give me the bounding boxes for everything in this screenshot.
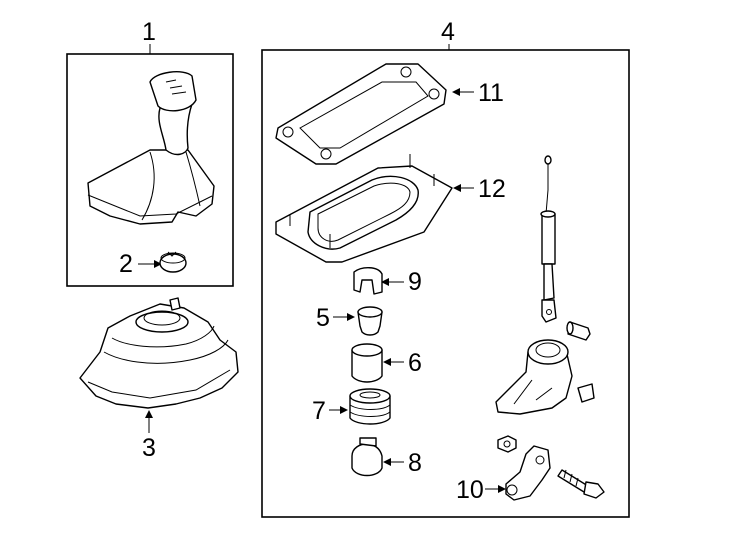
callout-9: 9 <box>408 268 422 296</box>
seal-plate-icon <box>275 154 453 263</box>
callout-5: 5 <box>316 304 330 332</box>
bolt-icon <box>557 469 605 499</box>
pin-icon <box>566 321 591 341</box>
callout-7: 7 <box>312 397 326 425</box>
callout-10: 10 <box>456 476 484 504</box>
ribbed-seal-icon <box>349 388 391 425</box>
shifter-housing-icon <box>495 339 595 415</box>
clip-icon <box>353 267 383 295</box>
outer-boot-icon <box>79 297 239 409</box>
callout-2-arrow <box>154 260 162 268</box>
shift-knob-with-boot-icon <box>87 71 215 225</box>
nut-icon <box>497 435 517 453</box>
callout-11: 11 <box>478 79 504 107</box>
grommet-icon <box>351 437 383 477</box>
bushing-icon <box>357 306 383 336</box>
callout-12-arrow <box>453 184 461 192</box>
retainer-ring-icon <box>159 251 187 273</box>
bracket-icon <box>505 445 551 501</box>
sleeve-icon <box>351 343 383 383</box>
callout-9-arrow <box>381 278 389 286</box>
group-4-frame <box>261 49 630 518</box>
callout-7-arrow <box>340 406 348 414</box>
callout-3: 3 <box>142 434 156 462</box>
upper-plate-icon <box>275 63 447 165</box>
callout-6-arrow <box>383 358 391 366</box>
callout-1: 1 <box>142 18 156 46</box>
callout-3-arrow <box>145 410 153 418</box>
callout-6: 6 <box>408 349 422 377</box>
callout-12: 12 <box>478 175 506 203</box>
callout-10-arrow <box>498 485 506 493</box>
callout-2: 2 <box>119 250 133 278</box>
callout-8: 8 <box>408 449 422 477</box>
callout-4: 4 <box>441 18 455 46</box>
shift-lever-icon <box>540 155 557 323</box>
callout-11-arrow <box>452 88 460 96</box>
callout-8-arrow <box>383 458 391 466</box>
callout-5-arrow <box>347 313 355 321</box>
